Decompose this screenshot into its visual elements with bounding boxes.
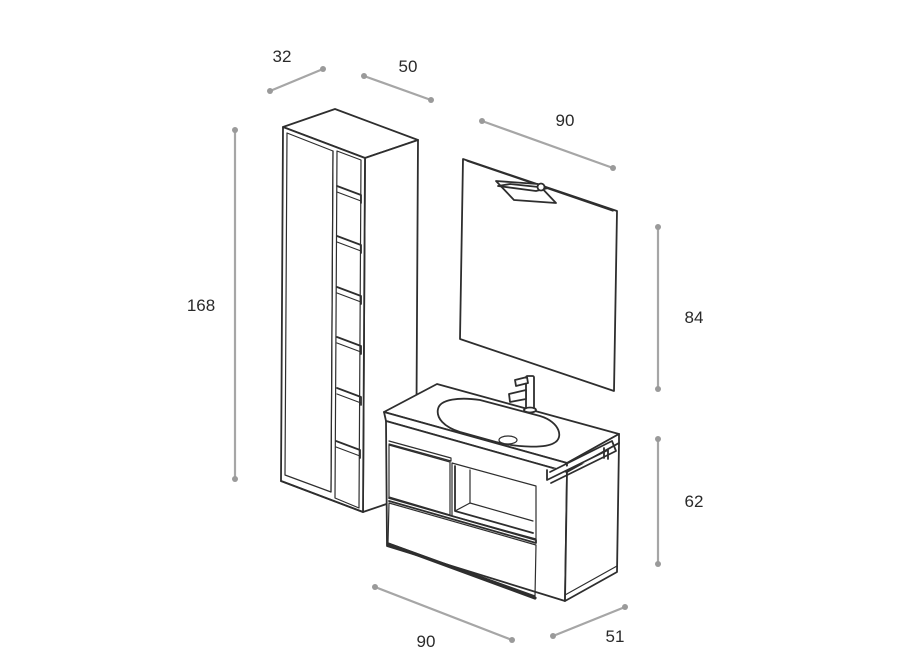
towel-bar <box>546 440 617 484</box>
dimension-label-mirror-width: 90 <box>556 111 575 130</box>
dimension-label-vanity-width: 90 <box>417 632 436 651</box>
tall-column-cabinet <box>280 108 419 513</box>
dimension-column-height: 168 <box>187 127 238 482</box>
dimension-column-width: 50 <box>361 57 434 103</box>
faucet <box>508 375 537 414</box>
dimension-label-vanity-depth: 51 <box>606 627 625 646</box>
washbasin <box>436 397 561 448</box>
dimension-label-mirror-height: 84 <box>685 308 704 327</box>
dimension-label-column-width: 50 <box>399 57 418 76</box>
dimension-label-vanity-height: 62 <box>685 492 704 511</box>
dimension-mirror-height: 84 <box>655 224 703 392</box>
vanity-open-compartment <box>451 462 537 540</box>
dimension-label-column-height: 168 <box>187 296 215 315</box>
mirror-light-fixture <box>495 180 557 204</box>
dimension-column-depth: 32 <box>267 47 326 94</box>
dimension-label-column-depth: 32 <box>273 47 292 66</box>
dimension-vanity-height: 62 <box>655 436 703 567</box>
dimension-vanity-depth: 51 <box>550 604 628 646</box>
wall-mirror <box>459 158 618 392</box>
dimension-mirror-width: 90 <box>479 111 616 171</box>
vanity-unit <box>383 375 620 602</box>
dimension-vanity-width: 90 <box>372 584 515 651</box>
column-shelves <box>335 185 362 459</box>
